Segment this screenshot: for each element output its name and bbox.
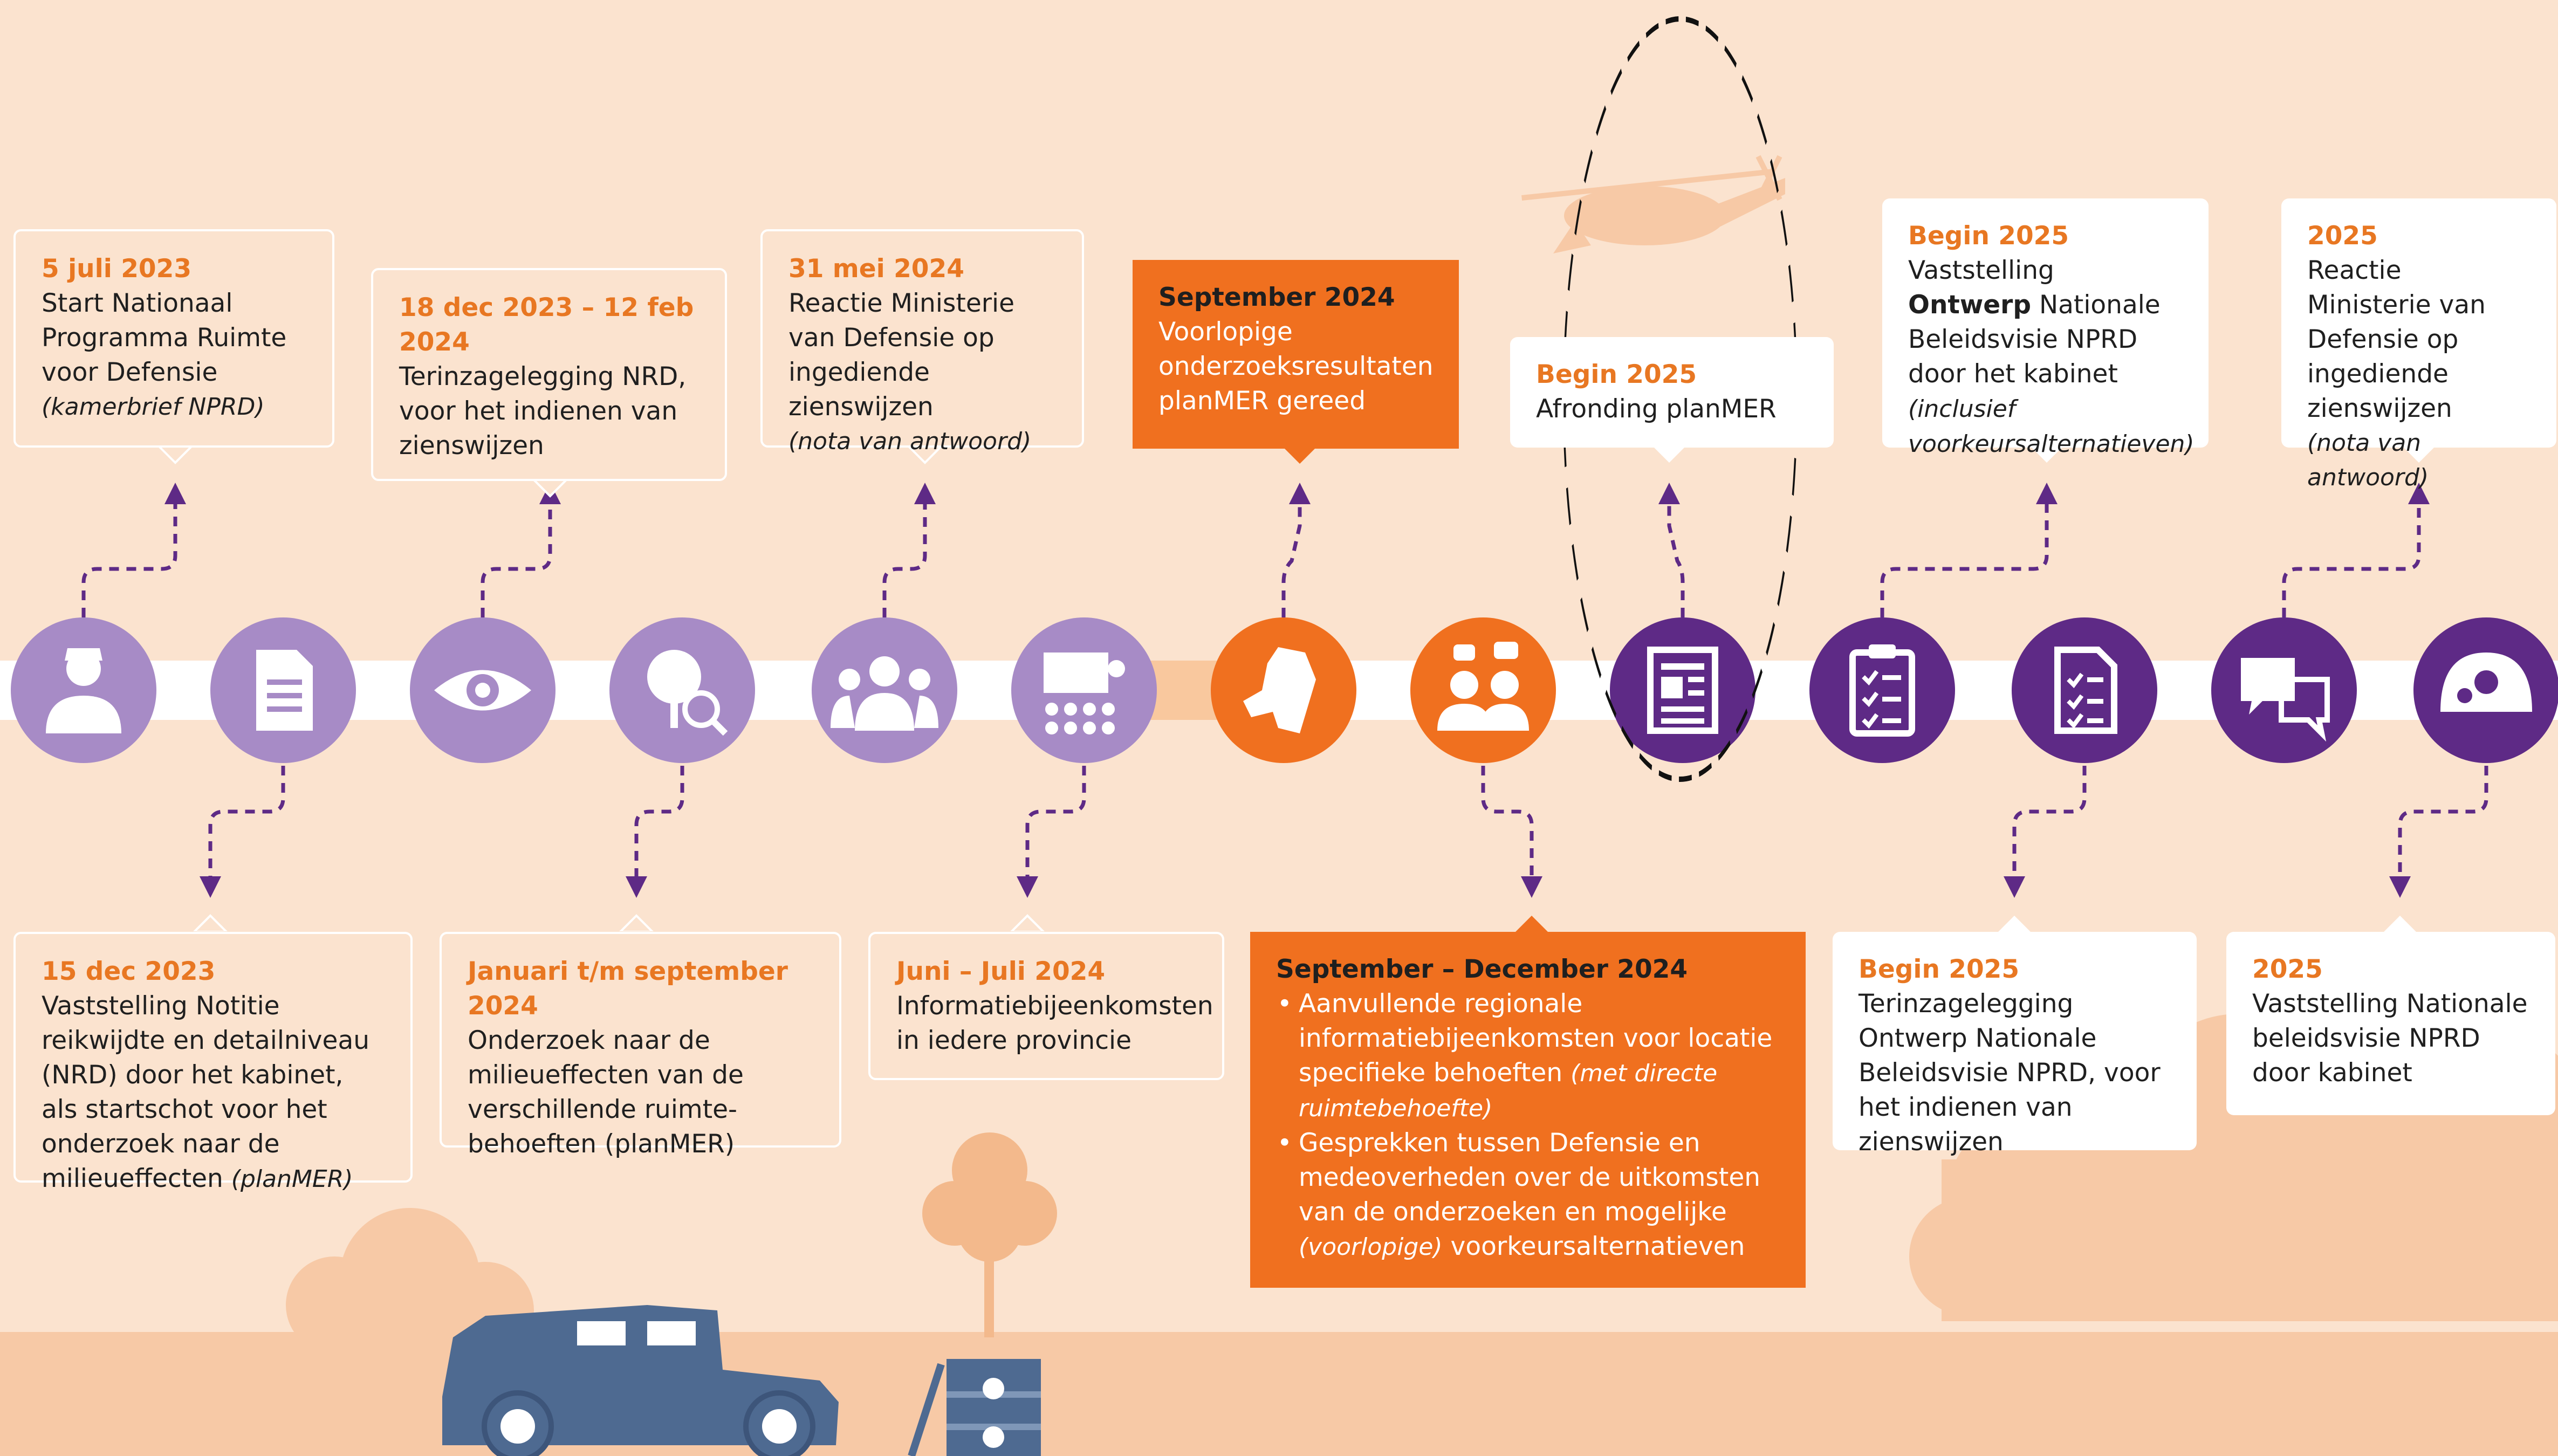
box-date: 2025 <box>2252 954 2323 984</box>
checklist-document-icon <box>2054 647 2117 734</box>
connectors <box>81 504 2488 876</box>
box-date: Juni – Juli 2024 <box>896 957 1106 986</box>
tree-illustration <box>922 1132 1057 1337</box>
box-date: Januari t/m september 2024 <box>468 957 788 1021</box>
report-icon <box>1647 647 1718 734</box>
helmet-icon <box>2440 653 2532 712</box>
box-text: Start Nationaal Programma Ruimte voor De… <box>42 289 287 387</box>
box-date: 2025 <box>2307 221 2378 251</box>
milestone-circle <box>812 617 957 763</box>
milestone-circle <box>1610 617 1755 763</box>
milestone-circle <box>1211 617 1356 763</box>
milestone-circle <box>2413 617 2558 763</box>
milestone-circle <box>2012 617 2157 763</box>
box-note: (nota van antwoord) <box>2307 429 2429 491</box>
box-text: Vaststelling Ontwerp Nationale Beleidsvi… <box>1908 256 2194 458</box>
tree-magnifier-icon <box>647 650 728 736</box>
box-text: Informatiebijeenkomsten in iedere provin… <box>896 991 1213 1055</box>
box-text: Afronding planMER <box>1536 394 1777 424</box>
milestone-box-voorlopige-resultaten: September 2024 Voorlopige onderzoeksresu… <box>1133 260 1459 449</box>
milestone-box-start-nprd: 5 juli 2023 Start Nationaal Programma Ru… <box>13 229 334 448</box>
box-text: Onderzoek naar de milieueffecten van de … <box>468 1026 744 1159</box>
box-date: Begin 2025 <box>1908 221 2069 251</box>
bullet-item: Aanvullende regionale informatiebijeenko… <box>1277 987 1780 1126</box>
milestone-circle <box>1410 617 1556 763</box>
clipboard-checklist-icon <box>1849 644 1915 737</box>
box-text: Reactie Ministerie van Defensie op inged… <box>2307 256 2486 423</box>
document-icon <box>256 650 313 731</box>
box-date: 18 dec 2023 – 12 feb 2024 <box>399 293 694 357</box>
box-bullet-list: Aanvullende regionale informatiebijeenko… <box>1276 987 1780 1265</box>
milestone-box-terinzagelegging-ontwerp: Begin 2025 Terinzagelegging Ontwerp Nati… <box>1833 932 2197 1157</box>
milestone-box-vaststelling-nrd: 15 dec 2023 Vaststelling Notitie reikwij… <box>13 932 413 1193</box>
milestone-circle <box>609 617 755 763</box>
milestone-circle <box>1809 617 1955 763</box>
milestone-box-aanvullende-bijeenkomsten: September – December 2024 Aanvullende re… <box>1250 932 1806 1288</box>
soldiers-group-icon <box>831 656 938 731</box>
box-text: Terinzagelegging Ontwerp Nationale Belei… <box>1859 989 2161 1157</box>
milestone-box-vaststelling-ontwerp: Begin 2025 Vaststelling Ontwerp National… <box>1882 198 2209 458</box>
box-note: (kamerbrief NPRD) <box>42 393 265 421</box>
ground <box>0 1332 2558 1456</box>
barrels-illustration <box>908 1359 1041 1456</box>
soldier-icon <box>46 648 121 733</box>
box-date: 5 juli 2023 <box>42 254 192 284</box>
box-date: 15 dec 2023 <box>42 957 216 986</box>
milestone-circle <box>11 617 156 763</box>
milestone-box-afronding-planmer: Begin 2025 Afronding planMER <box>1510 337 1834 448</box>
eye-icon <box>434 670 531 711</box>
presentation-icon <box>1044 653 1125 734</box>
box-note: (nota van antwoord) <box>788 428 1032 455</box>
milestone-box-onderzoek-milieueffecten: Januari t/m september 2024 Onderzoek naa… <box>440 932 841 1159</box>
milestones <box>11 617 2558 763</box>
arrowheads <box>164 483 2430 898</box>
box-date: September 2024 <box>1158 283 1395 312</box>
vehicle-illustration <box>442 1305 839 1456</box>
box-text: Reactie Ministerie van Defensie op inged… <box>788 289 1015 422</box>
milestone-circle <box>2211 617 2357 763</box>
box-date: Begin 2025 <box>1859 954 2020 984</box>
box-text: Vaststelling Nationale beleidsvisie NPRD… <box>2252 989 2528 1088</box>
box-date: September – December 2024 <box>1276 954 1688 984</box>
milestone-box-reactie-ministerie-2024: 31 mei 2024 Reactie Ministerie van Defen… <box>760 229 1084 455</box>
milestone-circle <box>210 617 356 763</box>
bullet-item: Gesprekken tussen Defensie en medeoverhe… <box>1277 1126 1780 1265</box>
box-text: Voorlopige onderzoeksresultaten planMER … <box>1158 317 1434 416</box>
box-text: Vaststelling Notitie reikwijdte en detai… <box>42 991 370 1193</box>
people-talking-icon <box>1437 642 1529 731</box>
milestone-circle <box>1011 617 1157 763</box>
milestone-circle <box>410 617 556 763</box>
helicopter-illustration <box>1521 155 1785 253</box>
box-date: Begin 2025 <box>1536 360 1697 389</box>
speech-bubbles-icon <box>2241 658 2330 742</box>
milestone-box-informatiebijeenkomsten: Juni – Juli 2024 Informatiebijeenkomsten… <box>868 932 1224 1080</box>
milestone-box-vaststelling-beleidsvisie: 2025 Vaststelling Nationale beleidsvisie… <box>2226 932 2555 1115</box>
milestone-box-reactie-ministerie-2025: 2025 Reactie Ministerie van Defensie op … <box>2281 198 2556 491</box>
milestone-box-terinzagelegging-nrd: 18 dec 2023 – 12 feb 2024 Terinzageleggi… <box>371 268 727 481</box>
box-date: 31 mei 2024 <box>788 254 964 284</box>
box-text: Terinzagelegging NRD, voor het indienen … <box>399 362 687 461</box>
netherlands-map-icon <box>1243 647 1316 733</box>
